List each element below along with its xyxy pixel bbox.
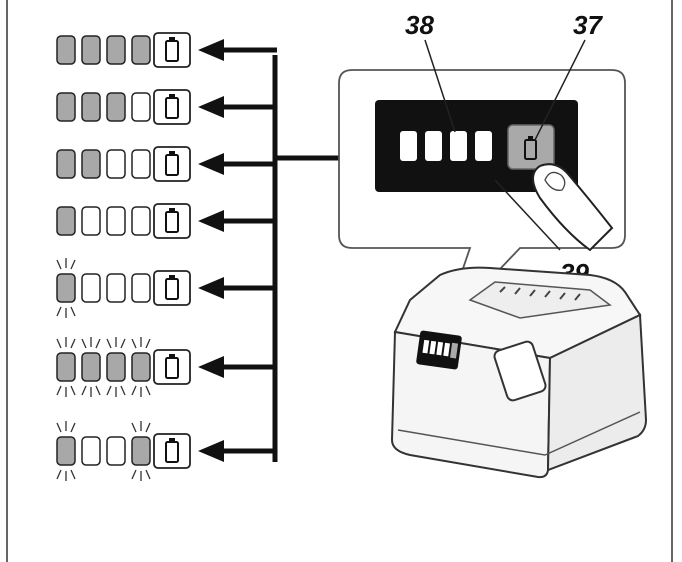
blink-rays	[131, 421, 151, 481]
arrow-left-icon	[198, 96, 277, 118]
callout-37-label: 37	[573, 10, 603, 40]
row-4-lamp-1	[56, 206, 76, 236]
arrow-left-icon	[198, 39, 277, 61]
panel-lamp-2	[425, 131, 442, 161]
indicator-row-7	[56, 421, 277, 481]
row-3-lamp-1	[56, 149, 76, 179]
indicator-row-1	[56, 32, 277, 68]
leader-37	[534, 39, 586, 141]
check-button[interactable]	[507, 124, 555, 170]
row-7-lamp-4-blinking	[131, 436, 151, 466]
battery-icon	[153, 433, 191, 469]
row-4-lamp-4	[131, 206, 151, 236]
row-1-lamp-3	[106, 35, 126, 65]
row-5-lamp-1-blinking	[56, 273, 76, 303]
arrow-left-icon	[198, 210, 277, 232]
row-4-lamp-3	[106, 206, 126, 236]
row-1-lamp-1	[56, 35, 76, 65]
row-6-lamp-2-blinking	[81, 352, 101, 382]
check-button-face[interactable]	[507, 124, 555, 170]
battery-icon	[153, 270, 191, 306]
blink-rays	[56, 421, 76, 481]
leader-38	[424, 39, 456, 133]
panel-lamps	[400, 131, 492, 161]
row-2-lamp-1	[56, 92, 76, 122]
row-7-lamp-2	[81, 436, 101, 466]
panel-lamp-1	[400, 131, 417, 161]
arrow-left-icon	[198, 440, 277, 462]
blink-rays	[81, 337, 101, 397]
blink-rays	[106, 337, 126, 397]
row-3-lamp-3	[106, 149, 126, 179]
arrow-left-icon	[198, 356, 277, 378]
callout-38-label: 38	[405, 10, 434, 40]
battery-pack-illustration	[390, 266, 648, 479]
row-7-lamp-3	[106, 436, 126, 466]
battery-icon	[153, 349, 191, 385]
battery-icon	[524, 136, 537, 160]
row-7-lamp-1-blinking	[56, 436, 76, 466]
row-1-lamp-2	[81, 35, 101, 65]
row-3-lamp-4	[131, 149, 151, 179]
battery-release-latch	[493, 340, 547, 402]
battery-rail	[468, 281, 612, 319]
indicator-rows	[56, 32, 277, 481]
panel-lamp-3	[450, 131, 467, 161]
row-2-lamp-4	[131, 92, 151, 122]
battery-icon	[153, 146, 191, 182]
battery-icon	[153, 89, 191, 125]
row-5-lamp-2	[81, 273, 101, 303]
blink-rays	[56, 337, 76, 397]
row-5-lamp-4	[131, 273, 151, 303]
row-4-lamp-2	[81, 206, 101, 236]
indicator-row-5	[56, 258, 277, 318]
indicator-row-2	[56, 89, 277, 125]
battery-icon	[153, 203, 191, 239]
finger-nail	[544, 171, 566, 191]
battery-icon	[153, 32, 191, 68]
row-6-lamp-1-blinking	[56, 352, 76, 382]
blink-rays	[56, 258, 76, 318]
blink-rays	[131, 337, 151, 397]
arrow-left-icon	[198, 153, 277, 175]
leader-39	[494, 179, 561, 251]
battery-side	[546, 313, 648, 472]
battery-bottom-lip	[397, 411, 641, 456]
indicator-row-6	[56, 337, 277, 397]
row-2-lamp-3	[106, 92, 126, 122]
row-5-lamp-3	[106, 273, 126, 303]
row-2-lamp-2	[81, 92, 101, 122]
row-6-lamp-3-blinking	[106, 352, 126, 382]
indicator-row-3	[56, 146, 277, 182]
battery-ribs	[499, 286, 581, 301]
row-6-lamp-4-blinking	[131, 352, 151, 382]
panel-lamp-4	[475, 131, 492, 161]
row-1-lamp-4	[131, 35, 151, 65]
arrow-left-icon	[198, 277, 277, 299]
battery-mini-lamps	[422, 339, 459, 359]
row-3-lamp-2	[81, 149, 101, 179]
indicator-row-4	[56, 203, 277, 239]
